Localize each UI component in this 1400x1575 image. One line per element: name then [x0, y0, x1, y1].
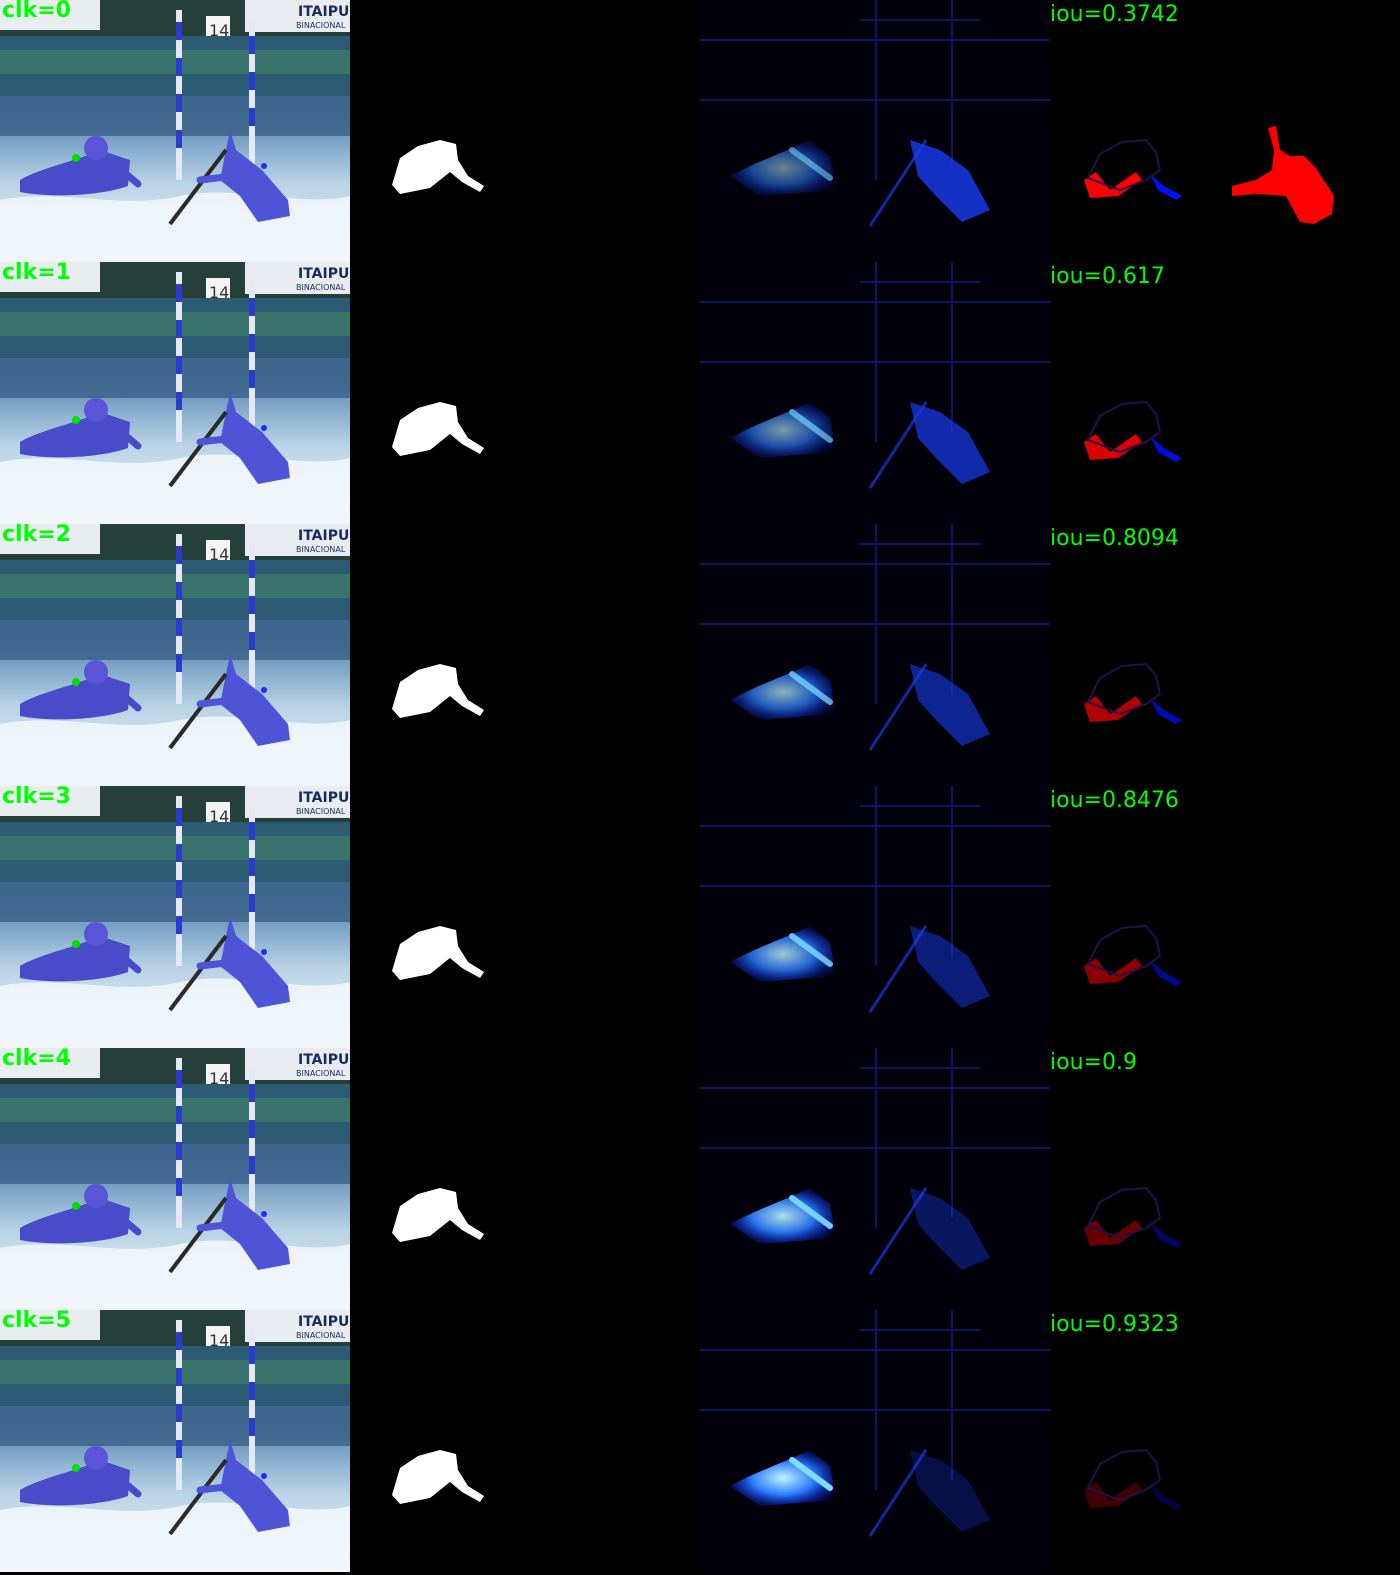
prediction-mask [350, 1048, 700, 1310]
input-photo: ITAIPU BINACIONAL 14 [0, 262, 350, 524]
iou-score-label: iou=0.9 [1050, 1050, 1137, 1075]
sign-top-text: ITAIPU [298, 528, 349, 544]
input-photo: ITAIPU BINACIONAL 14 [0, 524, 350, 786]
iou-score-label: iou=0.3742 [1050, 2, 1179, 27]
ground-truth-cell [1225, 262, 1400, 524]
click-count-label: clk=4 [2, 1048, 71, 1071]
result-row: ITAIPU BINACIONAL 14 clk=3 [0, 786, 1400, 1048]
probability-map [700, 786, 1050, 1048]
gate-number-text: 14 [209, 1331, 229, 1350]
result-row: ITAIPU BINACIONAL 14 clk=5 [0, 1310, 1400, 1572]
sign-top-text: ITAIPU [298, 790, 349, 806]
mask-cell [350, 524, 700, 786]
ground-truth-cell [1225, 1310, 1400, 1572]
iou-score-label: iou=0.8094 [1050, 526, 1179, 551]
error-cell [1050, 262, 1225, 524]
probability-map [700, 262, 1050, 524]
gate-number-text: 14 [209, 283, 229, 302]
probability-cell [700, 1310, 1050, 1572]
probability-cell [700, 262, 1050, 524]
sign-bottom-text: BINACIONAL [296, 545, 346, 554]
iou-score-label: iou=0.617 [1050, 264, 1165, 289]
ground-truth-cell [1225, 1048, 1400, 1310]
input-photo-cell: ITAIPU BINACIONAL 14 clk=1 [0, 262, 350, 524]
sign-bottom-text: BINACIONAL [296, 807, 346, 816]
probability-map [700, 1048, 1050, 1310]
probability-map [700, 524, 1050, 786]
probability-cell [700, 524, 1050, 786]
ground-truth-cell [1225, 786, 1400, 1048]
mask-cell [350, 1310, 700, 1572]
error-cell [1050, 1048, 1225, 1310]
iou-score-label: iou=0.8476 [1050, 788, 1179, 813]
input-photo: ITAIPU BINACIONAL 14 [0, 0, 350, 262]
prediction-mask [350, 0, 700, 262]
sign-top-text: ITAIPU [298, 1052, 349, 1068]
result-row: ITAIPU BINACIONAL 14 clk=4 [0, 1048, 1400, 1310]
error-cell [1050, 524, 1225, 786]
error-cell [1050, 786, 1225, 1048]
error-map [1050, 0, 1225, 262]
prediction-mask [350, 262, 700, 524]
error-map [1050, 1310, 1225, 1572]
result-row: ITAIPU BINACIONAL 14 clk=1 [0, 262, 1400, 524]
sign-top-text: ITAIPU [298, 4, 349, 20]
mask-cell [350, 0, 700, 262]
result-row: ITAIPU BINACIONAL 14 clk=0 [0, 0, 1400, 262]
prediction-mask [350, 786, 700, 1048]
mask-cell [350, 262, 700, 524]
error-map [1050, 1048, 1225, 1310]
input-photo-cell: ITAIPU BINACIONAL 14 clk=0 [0, 0, 350, 262]
click-count-label: clk=5 [2, 1310, 71, 1333]
input-photo: ITAIPU BINACIONAL 14 [0, 1048, 350, 1310]
gate-number-text: 14 [209, 21, 229, 40]
prediction-mask [350, 1310, 700, 1572]
gate-number-text: 14 [209, 807, 229, 826]
input-photo: ITAIPU BINACIONAL 14 [0, 786, 350, 1048]
error-map [1050, 524, 1225, 786]
sign-bottom-text: BINACIONAL [296, 21, 346, 30]
probability-cell [700, 786, 1050, 1048]
click-count-label: clk=0 [2, 0, 71, 23]
click-count-label: clk=1 [2, 262, 71, 285]
error-map [1050, 262, 1225, 524]
iou-score-label: iou=0.9323 [1050, 1312, 1179, 1337]
input-photo-cell: ITAIPU BINACIONAL 14 clk=2 [0, 524, 350, 786]
error-map [1050, 786, 1225, 1048]
input-photo-cell: ITAIPU BINACIONAL 14 clk=4 [0, 1048, 350, 1310]
probability-map [700, 1310, 1050, 1572]
mask-cell [350, 786, 700, 1048]
prediction-mask [350, 524, 700, 786]
error-cell [1050, 1310, 1225, 1572]
mask-cell [350, 1048, 700, 1310]
input-photo-cell: ITAIPU BINACIONAL 14 clk=5 [0, 1310, 350, 1572]
sign-bottom-text: BINACIONAL [296, 1331, 346, 1340]
sign-top-text: ITAIPU [298, 266, 349, 282]
ground-truth-cell [1225, 524, 1400, 786]
input-photo-cell: ITAIPU BINACIONAL 14 clk=3 [0, 786, 350, 1048]
sign-bottom-text: BINACIONAL [296, 283, 346, 292]
probability-cell [700, 1048, 1050, 1310]
sign-bottom-text: BINACIONAL [296, 1069, 346, 1078]
gate-number-text: 14 [209, 1069, 229, 1088]
gate-number-text: 14 [209, 545, 229, 564]
probability-map [700, 0, 1050, 262]
ground-truth-cell [1225, 0, 1400, 262]
probability-cell [700, 0, 1050, 262]
sign-top-text: ITAIPU [298, 1314, 349, 1330]
error-cell [1050, 0, 1225, 262]
input-photo: ITAIPU BINACIONAL 14 [0, 1310, 350, 1572]
click-count-label: clk=3 [2, 786, 71, 809]
ground-truth-mask [1225, 0, 1400, 262]
click-count-label: clk=2 [2, 524, 71, 547]
result-row: ITAIPU BINACIONAL 14 clk=2 [0, 524, 1400, 786]
